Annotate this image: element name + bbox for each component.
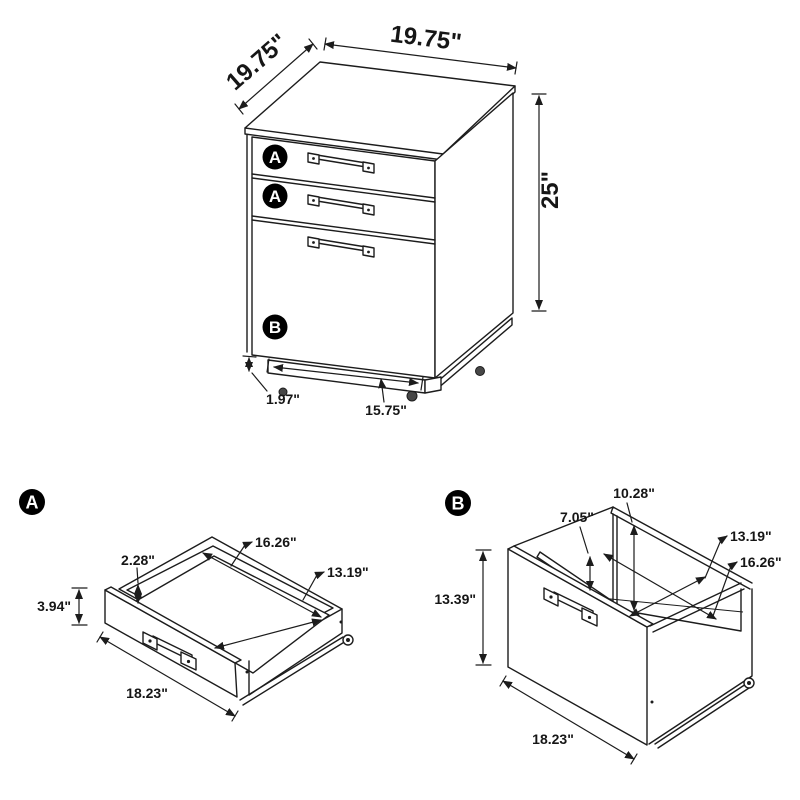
badge-circle — [262, 183, 288, 209]
caster-wheel-icon — [278, 387, 288, 397]
leader-line — [626, 502, 633, 523]
badge-drawer-a: A — [19, 489, 45, 515]
back-wall-top-rail — [610, 506, 753, 590]
badge-circle — [262, 314, 288, 340]
dim-ticks — [71, 587, 88, 626]
wall-height-label: 2.28" — [121, 552, 155, 568]
screw-dot — [245, 670, 249, 674]
dim-ticks — [475, 549, 492, 666]
leader-line — [579, 526, 589, 554]
cabinet-side-face — [434, 92, 514, 379]
base-width-label: 15.75" — [365, 402, 407, 418]
inner-width-label: 16.26" — [255, 534, 297, 550]
badge-letter: A — [26, 493, 39, 513]
leader-line — [302, 571, 325, 601]
screw-dot — [650, 700, 654, 704]
inner-depth-label: 13.19" — [730, 528, 772, 544]
dim-arrow — [273, 364, 419, 386]
leader-line — [704, 535, 728, 579]
drawer-a-dim-wall-height: 2.28" — [121, 552, 155, 604]
leader-line — [712, 561, 738, 617]
drawer-b-dim-outer-width: 18.23" — [499, 675, 638, 765]
badge-drawer-top: A — [262, 144, 288, 170]
badge-circle — [262, 144, 288, 170]
drawer-b-view: 16.26" 13.19" 10.28" 7.05" 13.39" 18.23" — [434, 485, 782, 765]
leader-line — [251, 372, 268, 392]
badge-letter: B — [269, 318, 281, 337]
base-height-label: 1.97" — [266, 391, 300, 407]
badge-letter: A — [269, 187, 281, 206]
drawer-b-dim-rail-depth: 7.05" — [560, 509, 594, 591]
cabinet-front-face — [251, 136, 436, 379]
drawer-b-dim-inner-depth: 13.19" — [629, 528, 772, 617]
slide-wheel-hub — [747, 681, 751, 685]
drawer-b-front-panel — [507, 548, 648, 746]
dim-arrow — [324, 41, 517, 71]
badge-drawer-middle: A — [262, 183, 288, 209]
dim-arrow — [99, 636, 236, 717]
badge-circle — [19, 489, 45, 515]
outer-width-label: 18.23" — [532, 731, 574, 747]
cabinet-base-end-cap — [424, 376, 442, 394]
dim-arrow — [502, 680, 635, 760]
cabinet-width-label: 19.75" — [389, 21, 463, 57]
slide-wheel-hub — [346, 638, 350, 642]
rail-depth-label: 7.05" — [560, 509, 594, 525]
left-wall-top-edge — [513, 506, 614, 547]
leader-line — [378, 378, 387, 403]
cabinet-dim-base-height: 1.97" — [242, 355, 300, 407]
leader-line — [136, 567, 139, 584]
cabinet-depth-label: 19.75" — [221, 29, 293, 96]
badge-circle — [445, 490, 471, 516]
dim-arrow — [202, 552, 322, 618]
leader-line — [230, 541, 253, 567]
dim-ticks — [242, 355, 257, 358]
badge-letter: B — [452, 494, 465, 514]
cabinet-drawer-dividers — [251, 173, 436, 245]
drawer-b-slide-rail — [654, 683, 750, 749]
cabinet-height-label: 25" — [537, 171, 564, 209]
drawer-a-view: 16.26" 13.19" 2.28" 3.94" 18.23" A — [19, 489, 369, 722]
caster-wheel-icon — [406, 390, 418, 402]
badge-letter: A — [269, 148, 281, 167]
drawer-b-dim-inner-width: 16.26" — [603, 553, 782, 620]
drawer-a-dim-outer-width: 18.23" — [96, 631, 239, 722]
drawer-b-dim-front-height: 13.39" — [434, 549, 492, 666]
drawer-b-exterior-edges — [648, 588, 753, 745]
screw-dot — [339, 620, 343, 624]
drawer-a-dim-front-height: 3.94" — [37, 587, 88, 626]
cabinet-dim-height: 25" — [531, 93, 564, 312]
inner-width-label: 16.26" — [740, 554, 782, 570]
dim-ticks — [531, 93, 547, 312]
drawer-b-dim-back-height: 10.28" — [613, 485, 655, 611]
front-height-label: 13.39" — [434, 591, 476, 607]
badge-drawer-bottom: B — [262, 314, 288, 340]
drawer-b-line-art — [507, 506, 755, 749]
dim-arrow — [238, 43, 314, 110]
back-height-label: 10.28" — [613, 485, 655, 501]
badge-drawer-b: B — [445, 490, 471, 516]
dim-ticks — [266, 358, 424, 391]
caster-wheel-icon — [475, 366, 485, 376]
cabinet-view: A A B 19.75" 19.75" 25" 1. — [221, 21, 564, 418]
cabinet-dim-base-width: 15.75" — [266, 358, 424, 418]
dim-arrow — [629, 576, 706, 617]
inner-depth-label: 13.19" — [327, 564, 369, 580]
back-left-corner-post — [612, 513, 618, 611]
front-height-label: 3.94" — [37, 598, 71, 614]
drawer-a-dim-inner-width: 16.26" — [202, 534, 322, 618]
outer-width-label: 18.23" — [126, 685, 168, 701]
drawer-a-slide-rail — [239, 636, 347, 706]
cabinet-line-art — [244, 61, 516, 402]
